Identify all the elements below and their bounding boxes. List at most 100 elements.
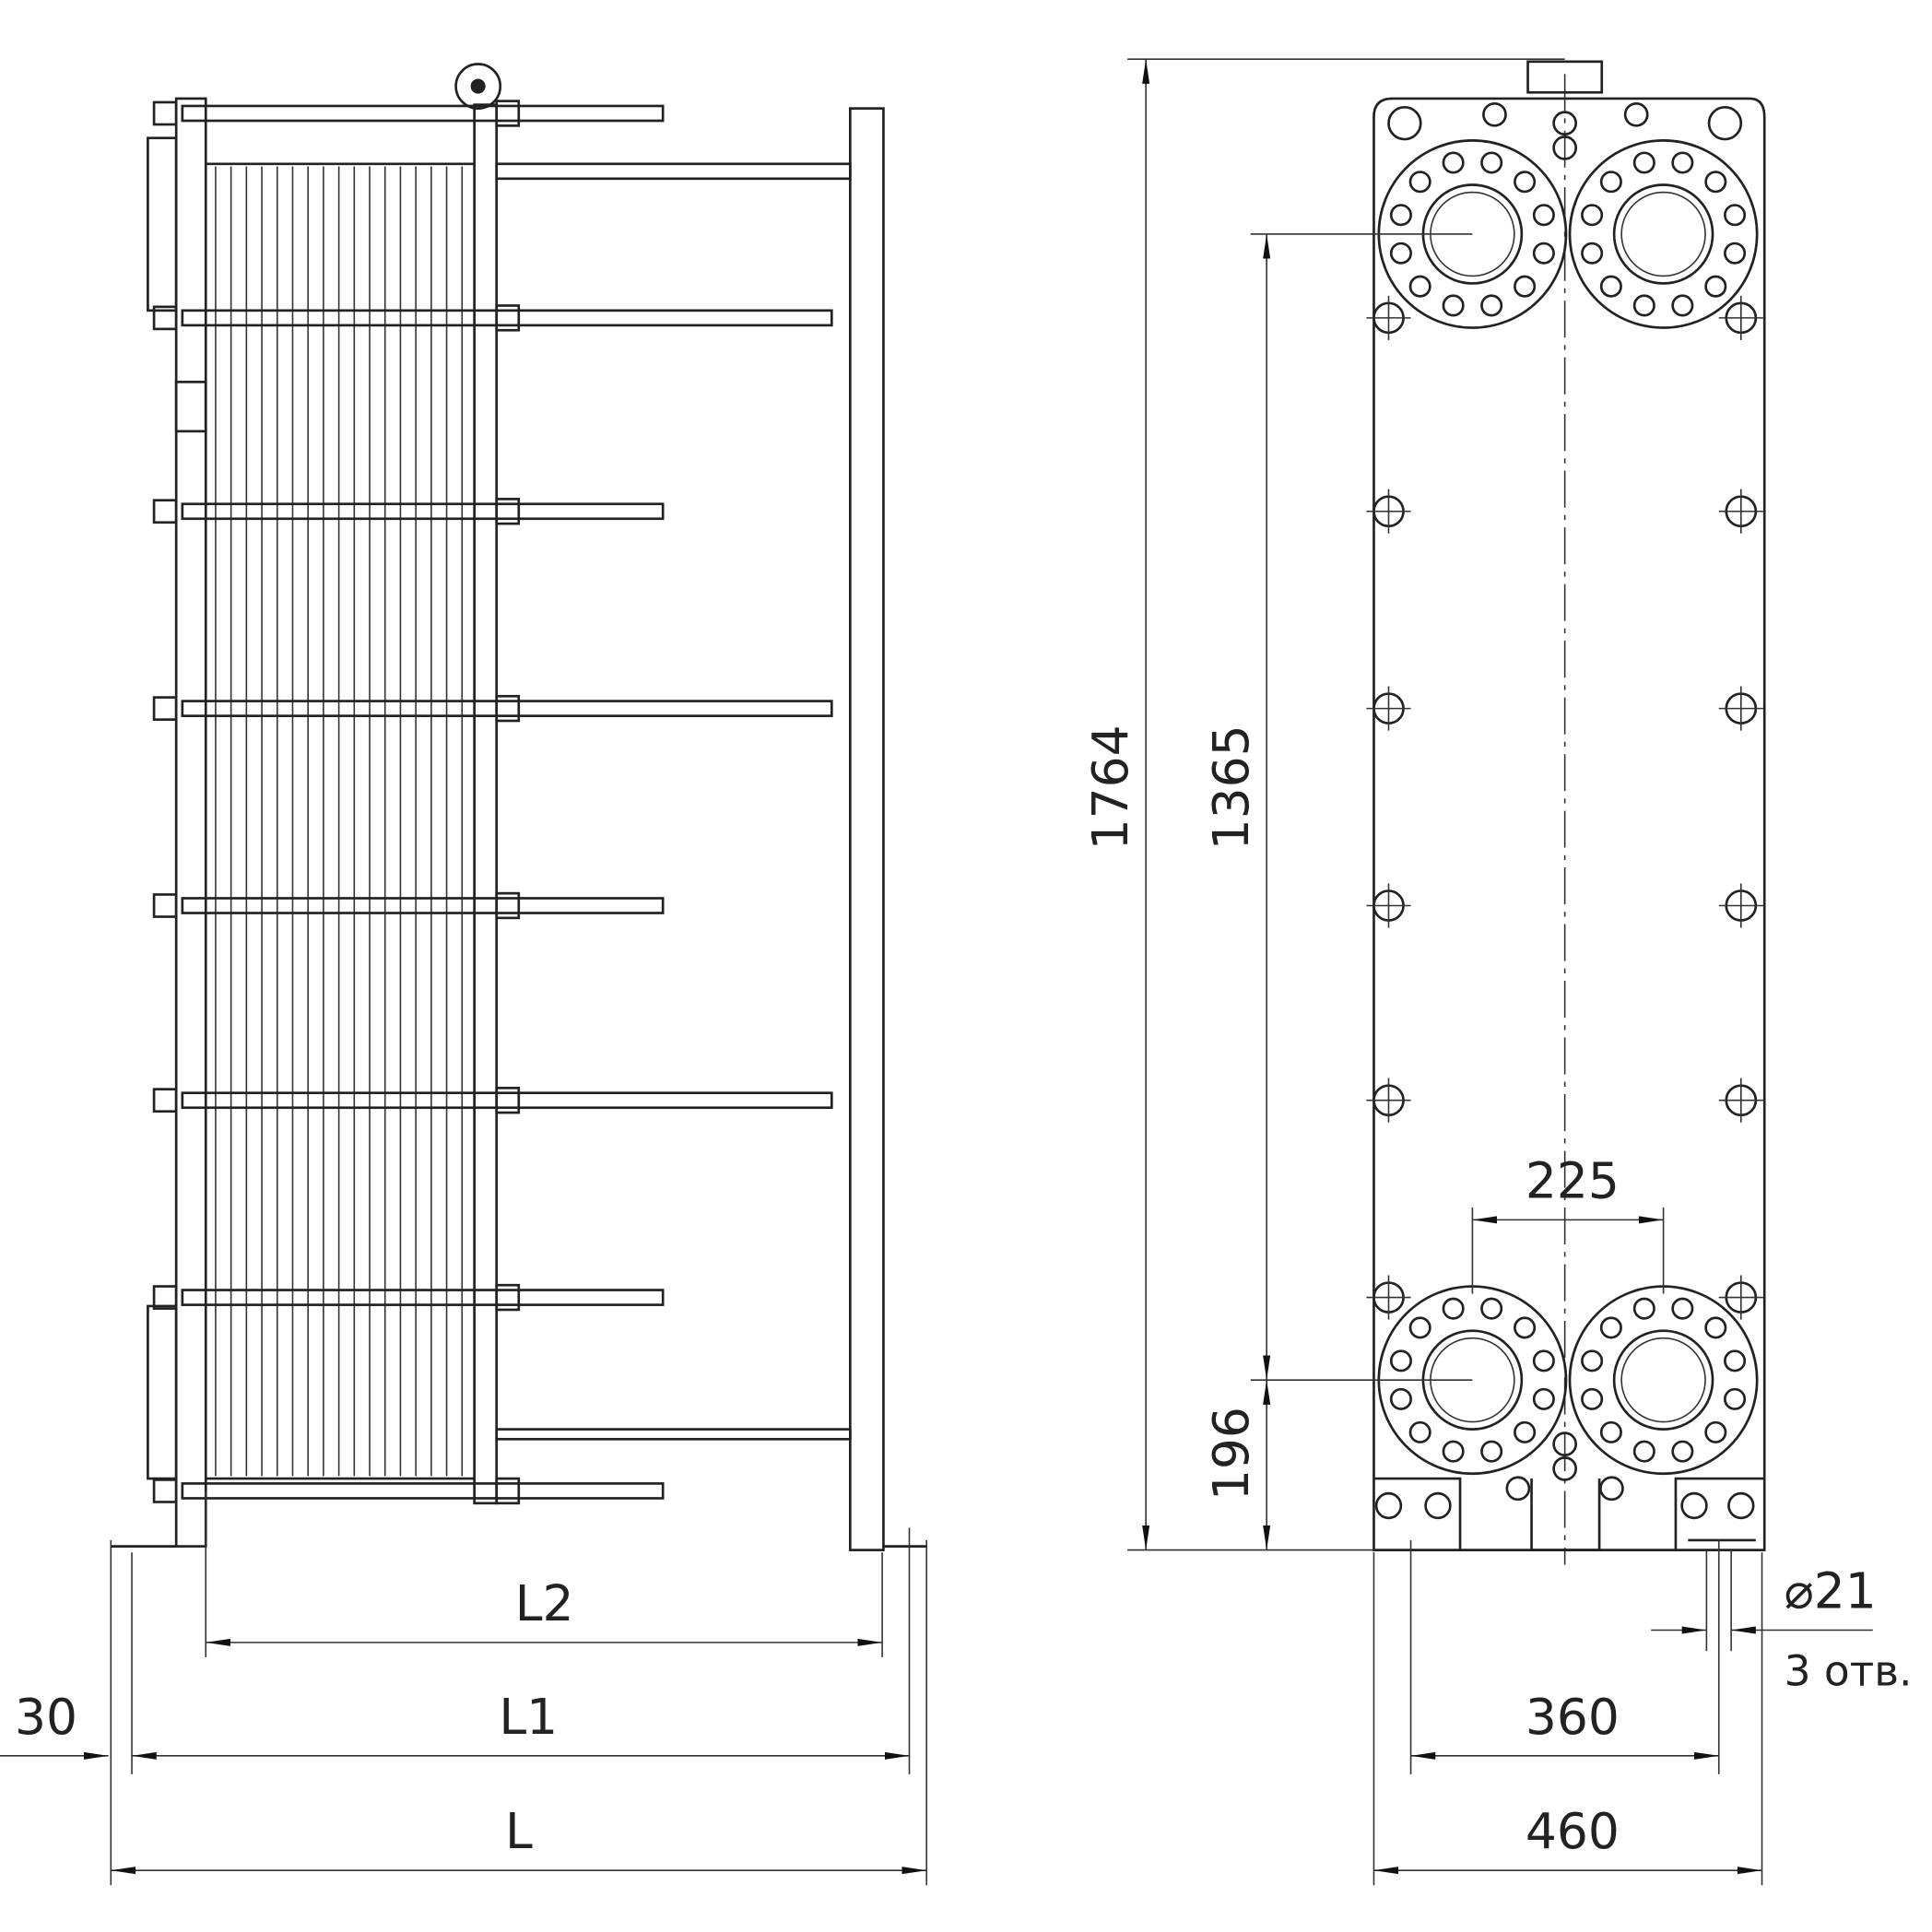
fixed-frame-plate: [174, 97, 207, 1548]
flange-bolt-hole: [1599, 1316, 1622, 1339]
tie-rod-nut: [152, 893, 178, 918]
tie-rod-nut: [495, 1087, 521, 1114]
foot-hole: [1680, 1491, 1708, 1520]
tie-bolt-centerline: [1718, 295, 1763, 340]
bolt: [1623, 101, 1649, 127]
flange-bolt-hole: [1632, 294, 1655, 317]
flange-bolt-hole: [1442, 294, 1465, 317]
frame-plate-outline: [1372, 97, 1766, 1551]
bolt: [1552, 111, 1578, 136]
flange-bolt-hole: [1724, 242, 1747, 265]
flange-bolt-hole: [1724, 1349, 1747, 1372]
tie-rod-nut: [495, 1283, 521, 1312]
bolt: [1505, 1476, 1531, 1502]
bolt: [1482, 101, 1507, 127]
port-opening: [1612, 183, 1714, 285]
tie-rod: [181, 1289, 665, 1306]
tie-rod-nut: [495, 304, 521, 332]
bolt: [1552, 1456, 1578, 1481]
tie-rod-nut: [495, 1477, 521, 1505]
tie-rod-nut: [495, 891, 521, 920]
tie-bolt-centerline: [1718, 1078, 1763, 1123]
lower-port-nozzle: [147, 1304, 178, 1480]
flange-bolt-hole: [1480, 1297, 1503, 1320]
dim-label-hole-diameter: ⌀21: [1785, 1561, 1877, 1620]
flange-bolt-hole: [1514, 171, 1537, 194]
tie-rod-nut: [152, 1088, 178, 1113]
tie-rod: [181, 1482, 665, 1500]
dim-label-30: 30: [15, 1688, 77, 1746]
flange-bolt-hole: [1442, 1297, 1465, 1320]
bolt: [1552, 1431, 1578, 1457]
support-feet: [1373, 1477, 1765, 1551]
dim-label-l1: L1: [499, 1688, 558, 1746]
tie-bolt-centerline: [1366, 1078, 1411, 1123]
lower-guide-bar: [495, 1428, 852, 1441]
flange-bolt-hole: [1480, 151, 1503, 174]
flange-bolt-hole: [1514, 1316, 1537, 1339]
dim-label-hole-count: 3 отв.: [1785, 1647, 1913, 1696]
flange-bolt-hole: [1389, 204, 1412, 227]
flange-bolt-hole: [1704, 1420, 1727, 1443]
flange-bolt-hole: [1408, 1316, 1431, 1339]
flange-bolt-hole: [1704, 171, 1727, 194]
flange-bolt-hole: [1480, 1440, 1503, 1463]
flange-bolt-hole: [1724, 204, 1747, 227]
flange-bolt-hole: [1408, 275, 1431, 298]
tie-bolt-centerline: [1718, 686, 1763, 731]
flange-bolt-hole: [1599, 1420, 1622, 1443]
tie-rod: [181, 1091, 833, 1110]
flange-bolt-hole: [1632, 1440, 1655, 1463]
dim-label-360: 360: [1526, 1688, 1620, 1746]
flange-bolt-hole: [1671, 151, 1694, 174]
lifting-eye-hole: [470, 78, 486, 94]
tie-rod: [181, 700, 833, 717]
support-column: [849, 107, 885, 1551]
tie-rod: [181, 897, 665, 914]
flange-bolt-hole: [1599, 275, 1622, 298]
port-flange: [1568, 1285, 1759, 1476]
lifting-lug: [1526, 60, 1604, 94]
flange-bolt-hole: [1724, 1387, 1747, 1410]
lifting-eye: [454, 63, 502, 110]
front-view: [1366, 60, 1766, 1565]
flange-bolt-hole: [1532, 1349, 1555, 1372]
dimensions: [0, 58, 1873, 1886]
foot-hole: [1424, 1491, 1452, 1520]
flange-bolt-hole: [1632, 151, 1655, 174]
flange-bolt-hole: [1704, 275, 1727, 298]
tie-bolt-centerline: [1366, 295, 1411, 340]
upper-port-nozzle: [147, 136, 178, 312]
flange-bolt-hole: [1671, 294, 1694, 317]
flange-bolt-hole: [1671, 1440, 1694, 1463]
tie-bolt-centerline: [1366, 686, 1411, 731]
frame-bracket: [174, 381, 207, 433]
flange-bolt-hole: [1581, 1349, 1604, 1372]
tie-rod-nut: [152, 1478, 178, 1503]
flange-bolt-hole: [1599, 171, 1622, 194]
tie-bolt-centerline: [1718, 883, 1763, 928]
bolt: [1599, 1476, 1624, 1502]
tie-bolt-centerline: [1718, 1275, 1763, 1320]
tie-bolt-centerline: [1718, 489, 1763, 534]
flange-bolt-hole: [1389, 1387, 1412, 1410]
tie-rod: [181, 104, 665, 123]
flange-bolt-hole: [1581, 242, 1604, 265]
dim-label-460: 460: [1526, 1802, 1620, 1860]
flange-bolt-hole: [1671, 1297, 1694, 1320]
port-bore: [1620, 1337, 1706, 1423]
flange-bolt-hole: [1514, 275, 1537, 298]
dim-label-1764: 1764: [1081, 724, 1139, 850]
bolt: [1552, 135, 1578, 160]
flange-bolt-hole: [1480, 294, 1503, 317]
tie-rod-nut: [152, 100, 178, 126]
tie-rod-nut: [152, 499, 178, 524]
dim-label-196: 196: [1202, 1407, 1260, 1501]
tie-rod-nut: [152, 1285, 178, 1310]
foot-hole: [1727, 1491, 1755, 1520]
tie-bolt-centerline: [1366, 883, 1411, 928]
flange-bolt-hole: [1514, 1420, 1537, 1443]
tie-rod-nut: [495, 498, 521, 525]
tie-rod-nut: [495, 694, 521, 723]
